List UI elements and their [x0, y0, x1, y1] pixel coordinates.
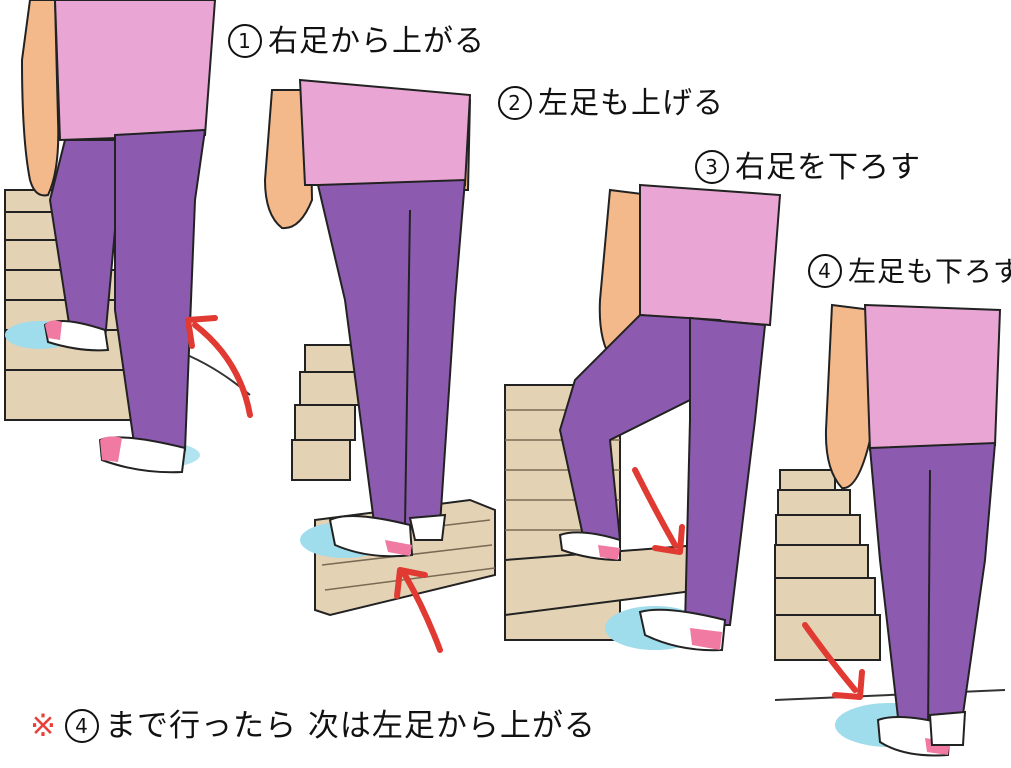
stairs	[774, 469, 881, 661]
step-1-text: 右足から上がる	[268, 24, 485, 59]
panel-1-figure	[4, 0, 253, 474]
step-4-text: 左足も下ろす	[848, 255, 1011, 288]
step-2-number: 2	[498, 85, 532, 120]
panel-3-figure	[504, 183, 782, 652]
pants	[683, 316, 767, 626]
note-text: まで行ったら 次は左足から上がる	[104, 708, 596, 744]
shirt	[863, 303, 1002, 452]
note-number: 4	[64, 708, 99, 743]
panel-4-figure	[774, 303, 1006, 757]
arm	[20, 0, 60, 197]
shirt	[53, 0, 217, 142]
step-1-number: 1	[228, 23, 262, 58]
arm	[824, 303, 874, 490]
step-3-text: 右足を下ろす	[735, 150, 921, 185]
shirt	[298, 78, 472, 186]
shirt	[639, 183, 782, 327]
arm	[263, 89, 314, 230]
pants	[114, 128, 207, 451]
step-3-number: 3	[695, 149, 729, 184]
panel-2-figure	[263, 78, 496, 653]
arrow-down	[632, 467, 678, 548]
arrow-down	[802, 622, 858, 693]
step-2-text: 左足も上げる	[538, 86, 724, 121]
arrow-up	[192, 322, 253, 418]
arrow-up	[402, 572, 443, 653]
note-mark: ※	[30, 708, 57, 744]
step-4-number: 4	[808, 254, 842, 288]
